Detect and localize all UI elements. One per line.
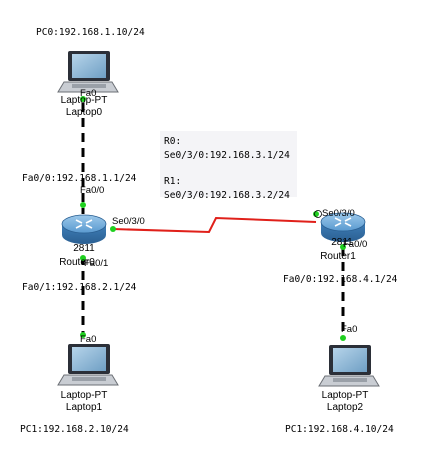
router0-fa00-port-label: Fa0/0 (80, 185, 105, 196)
laptop2-name-label: Laptop2 (326, 402, 364, 413)
port-status-laptop0-fa0 (80, 96, 86, 102)
port-status-router1-se030 (313, 211, 319, 217)
laptop0-port-label: Fa0 (80, 88, 97, 99)
router0-name-label: Router0 (59, 257, 95, 268)
note-r1-title: R1: (164, 176, 182, 187)
router1-se030-port-label: Se0/3/0 (322, 208, 355, 219)
router1-model-label: 2811 (331, 237, 353, 248)
pc2-ip-label: PC1:192.168.4.10/24 (285, 424, 394, 435)
link-serial-router0-router1[interactable] (112, 216, 317, 234)
laptop2-icon[interactable] (318, 345, 380, 387)
router0-icon[interactable] (61, 214, 107, 244)
pc0-ip-label: PC0:192.168.1.10/24 (36, 27, 145, 38)
laptop2-port-label: Fa0 (341, 324, 358, 335)
port-status-router0-se030 (110, 226, 116, 232)
note-r0-value: Se0/3/0:192.168.3.1/24 (164, 150, 290, 161)
port-status-router1-fa00 (340, 244, 346, 250)
laptop1-name-label: Laptop1 (65, 402, 103, 413)
router1-fa00-port-label: Fa0/0 (343, 239, 368, 250)
port-status-router0-fa01 (80, 255, 86, 261)
clock-icon (314, 210, 322, 218)
router1-fa00-ip-label: Fa0/0:192.168.4.1/24 (283, 274, 398, 285)
note-r0-title: R0: (164, 136, 182, 147)
router1-icon[interactable] (320, 212, 366, 242)
router1-name-label: Router1 (320, 251, 356, 262)
pc1-ip-label: PC1:192.168.2.10/24 (20, 424, 129, 435)
port-status-laptop2-fa0 (340, 335, 346, 341)
router0-fa00-ip-label: Fa0/0:192.168.1.1/24 (22, 173, 137, 184)
router0-se030-port-label: Se0/3/0 (112, 216, 145, 227)
laptop1-icon[interactable] (57, 344, 119, 386)
port-status-router0-fa00 (80, 202, 86, 208)
laptop0-model-label: Laptop-PT (60, 95, 108, 106)
note-background (160, 131, 297, 197)
laptop0-icon[interactable] (57, 51, 119, 93)
port-status-laptop1-fa0 (80, 332, 86, 338)
laptop1-port-label: Fa0 (80, 334, 97, 345)
laptop0-name-label: Laptop0 (65, 107, 103, 118)
router0-fa01-ip-label: Fa0/1:192.168.2.1/24 (22, 282, 137, 293)
note-r1-value: Se0/3/0:192.168.3.2/24 (164, 190, 290, 201)
router0-fa01-port-label: Fa0/1 (84, 258, 109, 269)
laptop2-model-label: Laptop-PT (321, 390, 369, 401)
router0-model-label: 2811 (73, 243, 95, 254)
laptop1-model-label: Laptop-PT (60, 390, 108, 401)
